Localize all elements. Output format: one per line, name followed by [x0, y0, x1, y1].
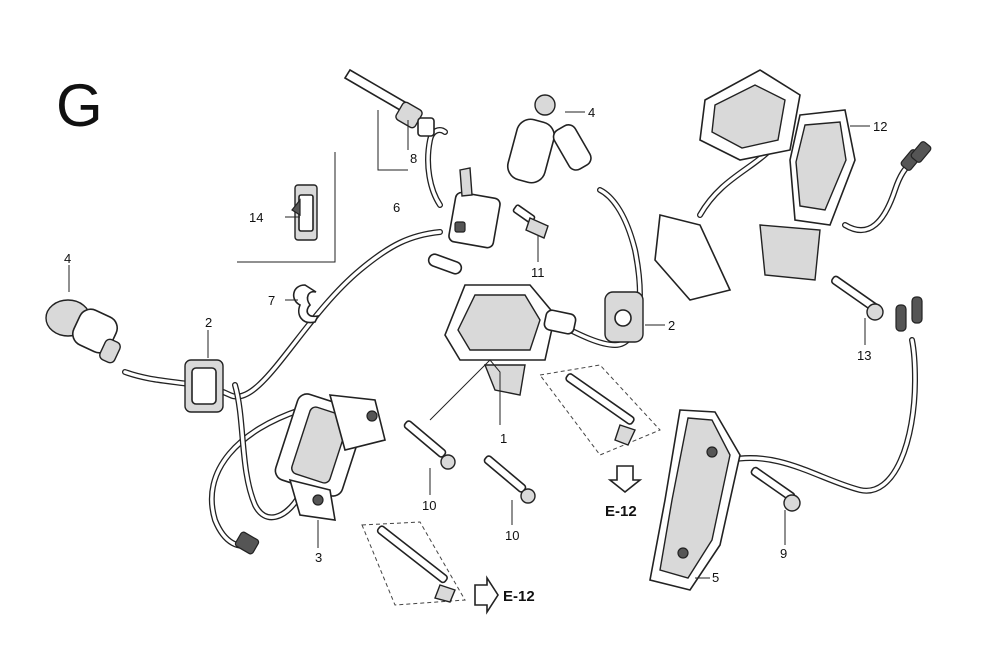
ignition-module-top — [448, 167, 501, 249]
wire-terminals-right-top — [900, 141, 932, 171]
wire-terminal-lower — [234, 531, 260, 555]
charge-coil-upper — [654, 69, 856, 301]
section-letter: G — [56, 72, 103, 139]
callout-10-right: 10 — [505, 528, 519, 543]
charge-coil-lower — [649, 409, 741, 591]
callout-7: 7 — [268, 293, 275, 308]
wire-clip — [292, 284, 320, 324]
reference-arrow-right — [607, 465, 643, 494]
terminal-clip — [237, 152, 336, 263]
bolt-box-center — [539, 364, 661, 456]
callout-14: 14 — [249, 210, 263, 225]
callout-12: 12 — [873, 119, 887, 134]
ignition-coil-center — [444, 284, 577, 396]
bolt-11 — [512, 204, 549, 239]
callout-2-left: 2 — [205, 315, 212, 330]
spark-plug-lead-top — [343, 68, 435, 137]
wire-terminals-right-mid — [895, 296, 923, 332]
callout-1: 1 — [500, 431, 507, 446]
ignition-coil-lower — [274, 393, 386, 521]
callout-3: 3 — [315, 550, 322, 565]
spark-plug-cap-top — [506, 94, 592, 184]
bolt-13 — [830, 275, 884, 321]
spark-plug-cap-left — [45, 299, 121, 364]
reference-label-right: E-12 — [605, 503, 637, 520]
callout-8: 8 — [410, 151, 417, 166]
callout-13: 13 — [857, 348, 871, 363]
callout-5: 5 — [712, 570, 719, 585]
grommet-right — [604, 291, 644, 343]
callout-4-left: 4 — [64, 251, 71, 266]
grommet-left — [184, 359, 224, 413]
bolt-9 — [750, 466, 801, 512]
callout-6: 6 — [393, 200, 400, 215]
bullet-connector — [427, 253, 463, 275]
leader-lines — [68, 110, 870, 579]
callout-2-right: 2 — [668, 318, 675, 333]
callout-11: 11 — [531, 265, 545, 280]
bolt-box-bottom — [361, 521, 466, 606]
bolt-10-right — [483, 455, 536, 504]
reference-label-bottom: E-12 — [503, 588, 535, 605]
callout-9: 9 — [780, 546, 787, 561]
callout-10-left: 10 — [422, 498, 436, 513]
callout-4-top: 4 — [588, 105, 595, 120]
reference-arrow-bottom — [474, 575, 499, 615]
bolt-10-left — [403, 420, 456, 470]
